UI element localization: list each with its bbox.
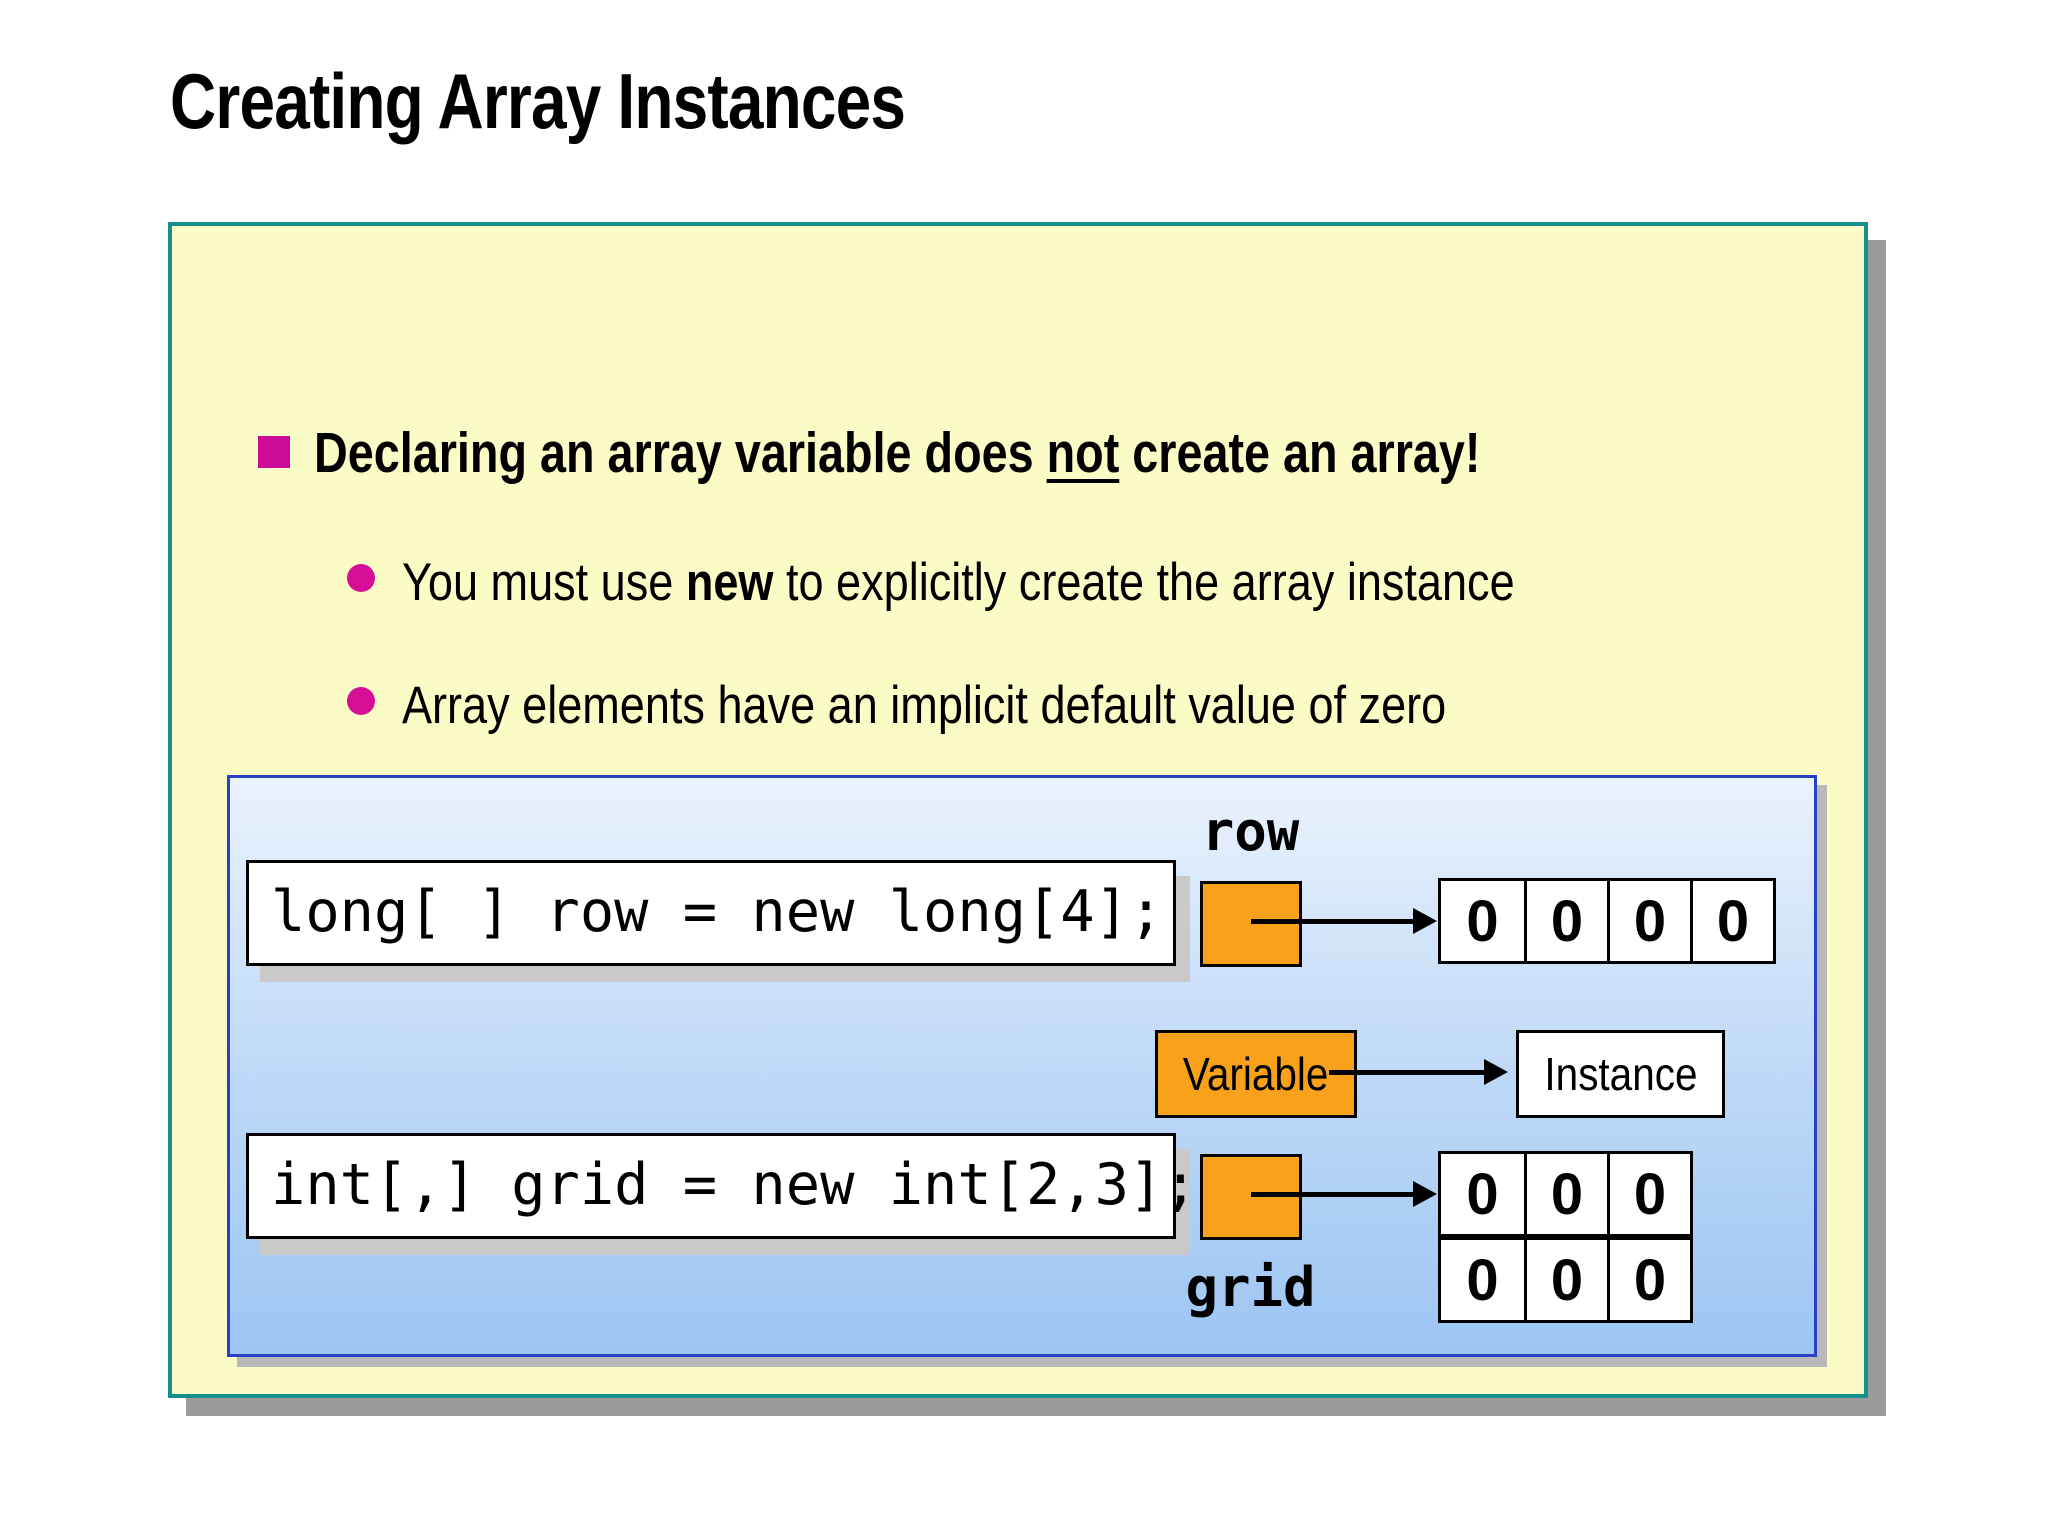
row-variable-box <box>1200 881 1302 967</box>
array-cell: 0 <box>1524 1240 1607 1320</box>
diagram-panel: long[ ] row = new long[4]; row 0 0 0 0 V… <box>227 775 1817 1357</box>
square-bullet-icon <box>258 436 290 468</box>
array-cell: 0 <box>1524 881 1607 961</box>
circle-bullet-icon <box>347 687 375 715</box>
code-box-grid: int[,] grid = new int[2,3]; <box>246 1133 1198 1239</box>
array-cell: 0 <box>1441 1154 1524 1234</box>
grid-variable-label: grid <box>1185 1256 1316 1319</box>
legend-arrow-icon <box>1329 1059 1508 1085</box>
sub-bullet-line-1: You must use new to explicitly create th… <box>402 552 1515 613</box>
main-bullet-line: Declaring an array variable does not cre… <box>314 420 1480 486</box>
grid-variable-box <box>1200 1154 1302 1240</box>
legend-variable-label: Variable <box>1183 1048 1329 1100</box>
sub-bullet-1-post: to explicitly create the array instance <box>773 553 1515 612</box>
main-bullet-underlined: not <box>1046 421 1120 485</box>
array-cell: 0 <box>1607 1154 1690 1234</box>
array-cell: 0 <box>1524 1154 1607 1234</box>
grid-array-row-1: 0 0 0 <box>1438 1151 1693 1237</box>
legend-instance-box: Instance <box>1516 1030 1725 1118</box>
grid-array-row-2: 0 0 0 <box>1438 1237 1693 1323</box>
sub-bullet-2-pre: Array elements have an implicit default … <box>402 676 1447 735</box>
sub-bullet-1-pre: You must use <box>402 553 686 612</box>
legend-instance-label: Instance <box>1543 1048 1698 1100</box>
row-array-cells: 0 0 0 0 <box>1438 878 1776 964</box>
circle-bullet-icon <box>347 564 375 592</box>
array-cell: 0 <box>1607 1240 1690 1320</box>
sub-bullet-1-bold: new <box>685 553 774 612</box>
array-cell: 0 <box>1690 881 1773 961</box>
array-cell: 0 <box>1607 881 1690 961</box>
main-bullet-post: create an array! <box>1119 421 1481 485</box>
array-cell: 0 <box>1441 1240 1524 1320</box>
row-arrow-icon <box>1251 908 1437 934</box>
grid-arrow-icon <box>1251 1181 1437 1207</box>
row-variable-label: row <box>1201 800 1300 863</box>
main-bullet-pre: Declaring an array variable does <box>314 421 1047 485</box>
array-cell: 0 <box>1441 881 1524 961</box>
sub-bullet-line-2: Array elements have an implicit default … <box>402 675 1446 736</box>
page-title: Creating Array Instances <box>170 57 906 145</box>
code-box-row: long[ ] row = new long[4]; <box>246 860 1176 966</box>
legend-variable-box: Variable <box>1155 1030 1357 1118</box>
